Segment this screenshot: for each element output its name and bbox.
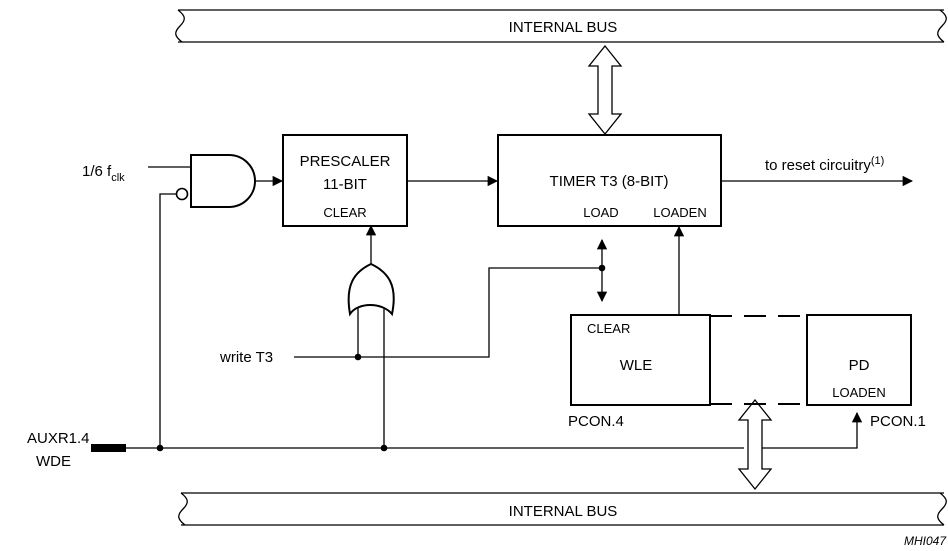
top-internal-bus: INTERNAL BUS — [175, 9, 947, 43]
clock-input-label: 1/6 fclk — [82, 163, 125, 184]
wle-block — [570, 314, 711, 406]
top-bus-double-arrow — [587, 44, 623, 136]
timer-loaden-label: LOADEN — [653, 205, 706, 220]
write-t3-label: write T3 — [219, 349, 273, 366]
junction-wde-and — [156, 444, 164, 452]
auxr-label: AUXR1.4 — [27, 430, 90, 447]
and-gate — [175, 154, 256, 208]
inverter-bubble — [175, 187, 189, 201]
figure-id: MHI047 — [904, 534, 947, 548]
junction-load — [598, 264, 606, 272]
top-bus-label: INTERNAL BUS — [509, 19, 618, 36]
prescaler-block — [282, 134, 408, 227]
junction-write — [354, 353, 362, 361]
wle-clear-label: CLEAR — [587, 321, 630, 336]
timer-title: TIMER T3 (8-BIT) — [550, 173, 669, 190]
junction-wde-or — [380, 444, 388, 452]
pd-block — [806, 314, 912, 406]
prescaler-title: PRESCALER — [300, 153, 391, 170]
write-t3-wire — [294, 267, 602, 358]
pd-register-label: PCON.1 — [870, 413, 926, 430]
timer-t3-block — [497, 134, 722, 227]
timer-load-label: LOAD — [583, 205, 618, 220]
reset-output-label: to reset circuitry(1) — [765, 155, 884, 174]
bottom-bus-label: INTERNAL BUS — [509, 503, 618, 520]
wde-pin — [91, 444, 126, 452]
or-gate — [347, 262, 395, 317]
pd-loaden-label: LOADEN — [832, 385, 885, 400]
wde-to-and-wire — [159, 193, 176, 448]
prescaler-bits: 11-BIT — [323, 176, 367, 193]
pd-title: PD — [849, 357, 870, 374]
wde-to-pd-wire — [762, 411, 863, 449]
prescaler-clear-label: CLEAR — [323, 205, 366, 220]
wle-register-label: PCON.4 — [568, 413, 624, 430]
wde-label: WDE — [36, 453, 71, 470]
wle-title: WLE — [620, 357, 653, 374]
bottom-internal-bus: INTERNAL BUS — [178, 492, 947, 526]
bottom-bus-double-arrow — [737, 398, 773, 491]
